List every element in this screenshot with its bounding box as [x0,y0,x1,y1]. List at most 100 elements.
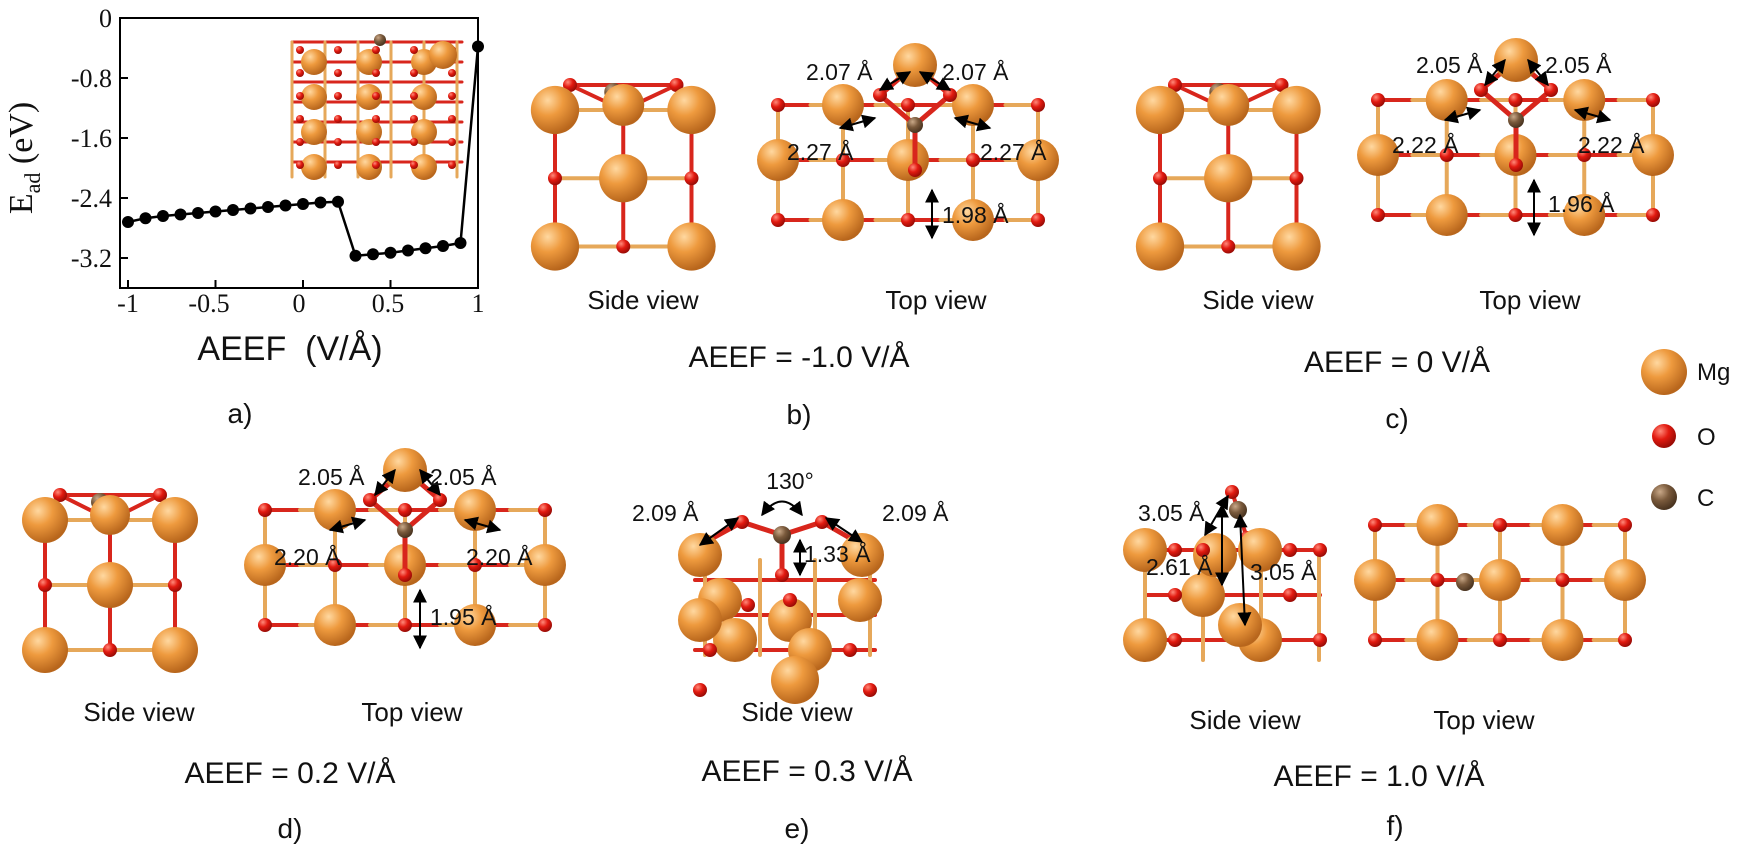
measurement-arrow [698,517,740,546]
o-atom [563,78,577,92]
o-atom [1493,633,1507,647]
o-atom [1371,208,1385,222]
top-view-label: Top view [1433,705,1534,735]
data-point [402,244,414,257]
o-atom [334,138,342,146]
side-view-structure-e [678,500,884,704]
mg-atom [429,41,457,69]
o-atom [1368,518,1382,532]
top-view-label: Top view [1479,285,1580,315]
o-atom [372,69,380,77]
mg-atom [301,119,327,145]
o-atom [1577,148,1592,162]
data-point [244,202,257,215]
measurement-arrow [419,468,441,497]
o-atom [836,153,850,167]
mg-atom [678,533,722,577]
o-atom [448,115,456,123]
data-point [139,212,152,225]
data-point [454,237,467,249]
o-atom [410,115,418,123]
side-view-structure [530,78,716,271]
plot-frame [119,17,479,289]
mg-atom [301,154,327,180]
measurement-arrow [918,71,952,91]
side-view-structure [1135,78,1321,271]
o-atom [334,161,342,169]
o-atom [1168,588,1182,602]
measurements-d: 2.05 Å 2.05 Å 2.20 Å 2.20 Å 1.95 Å [274,463,533,630]
o-atom [1493,518,1507,532]
distance-label: 2.07 Å [806,58,873,85]
distance-label: 1.33 Å [804,540,871,567]
o-atom [1646,93,1660,107]
o-atom [296,115,304,123]
mg-atom [599,154,648,203]
o-atom [1508,208,1523,222]
mg-atom [893,43,937,87]
legend-o-swatch [1652,424,1676,448]
data-point [314,196,327,209]
data-point [437,240,449,252]
x-axis-label: AEEF (V/Å) [197,330,382,368]
mg-atom [530,85,580,135]
mg-atom [1494,38,1538,82]
side-view-label: Side view [1189,705,1300,735]
o-atom [943,88,957,102]
c-atom [374,34,386,46]
measurement-arrow [1527,58,1549,87]
mg-atom [301,84,327,110]
o-atom [410,69,418,77]
distance-label: 1.98 Å [942,201,1009,228]
o-atom [1555,573,1570,587]
panel-label-d: d) [278,813,303,844]
data-point [157,210,169,222]
panel-label-f: f) [1386,810,1403,841]
o-atom [153,488,167,502]
distance-label: 2.09 Å [632,499,699,526]
legend-mg-swatch [1641,349,1687,395]
measurements-c: 2.05 Å 2.05 Å 2.22 Å 2.22 Å 1.96 Å [1392,51,1645,217]
mg-atom [314,604,356,646]
mg-atom [90,495,130,535]
o-atom [1371,93,1385,107]
mg-atom [411,84,437,110]
mg-atom [1563,194,1606,236]
measurement-arrow [878,71,912,91]
mg-atom [1563,79,1606,121]
o-atom [1544,83,1558,97]
mg-atom [1272,222,1321,271]
o-atom [372,115,380,123]
top-view-structure [1357,79,1674,236]
mg-atom [22,497,68,543]
o-atom [1313,633,1327,647]
mg-atom [152,497,198,543]
distance-label: 2.20 Å [466,543,533,570]
o-atom [843,643,857,657]
distance-label: 2.05 Å [298,463,365,490]
o-atom [372,92,380,100]
o-atom [258,503,272,517]
o-atom [334,115,342,123]
structure-panels [22,38,1674,704]
y-tick-label: -0.8 [71,64,112,93]
o-atom [1509,158,1523,172]
o-atom [296,46,304,54]
mg-atom [840,533,884,577]
o-atom [735,515,749,529]
mg-atom [411,119,437,145]
o-atom [258,618,272,632]
distance-label: 1.95 Å [430,603,497,630]
mg-atom [1135,85,1185,135]
panel-caption-f: AEEF = 1.0 V/Å [1274,760,1485,793]
o-atom [1618,633,1632,647]
mg-atom [1425,194,1468,236]
o-atom [1439,148,1454,162]
data-point [227,204,239,216]
o-atom [548,171,562,186]
mg-atom [22,627,68,673]
y-tick-label: -3.2 [71,244,112,273]
o-atom [296,138,304,146]
o-atom [410,161,418,169]
